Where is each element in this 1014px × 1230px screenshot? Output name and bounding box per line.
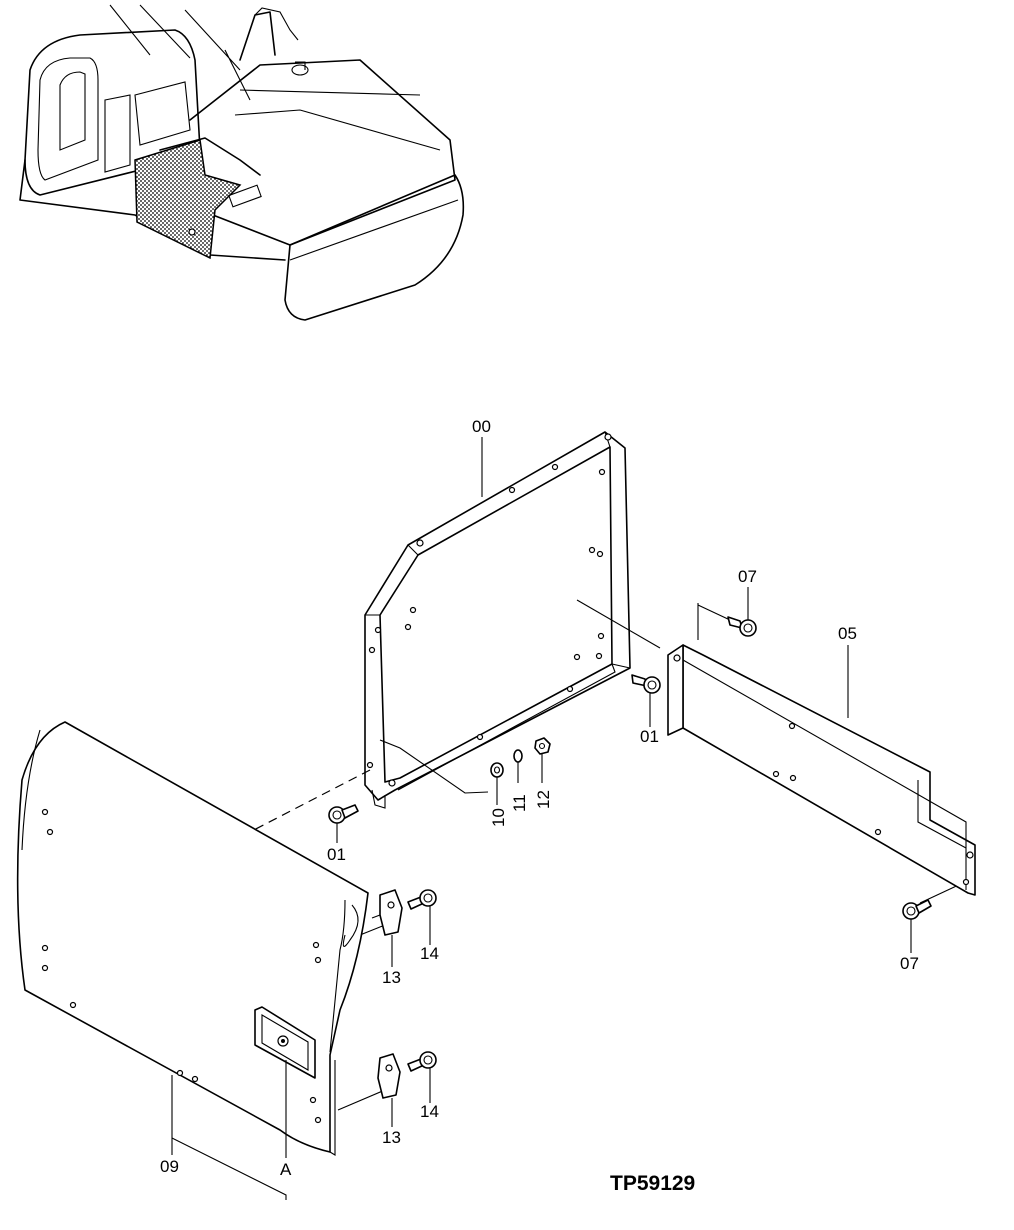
- callout-07-top: 07: [738, 567, 757, 586]
- bolt-01-right: [631, 674, 661, 694]
- callout-01-right: 01: [640, 727, 659, 746]
- frame-part: [364, 431, 631, 809]
- hinge-lower-part: [377, 1053, 401, 1099]
- door-part: [16, 721, 369, 1158]
- callout-12: 12: [534, 790, 553, 809]
- bolt-14-upper: [407, 889, 437, 910]
- machine-locator-illustration: [19, 4, 465, 321]
- callout-14-upper: 14: [420, 944, 439, 963]
- callout-13-upper: 13: [382, 968, 401, 987]
- bolt-07-bottom: [902, 899, 932, 920]
- callout-labels: 00 05 07 01 01 07 10 11 12 13 14 13 14 0…: [160, 417, 919, 1179]
- bolt-14-lower: [407, 1051, 437, 1072]
- figure-code: TP59129: [610, 1172, 695, 1195]
- nut-12: [534, 737, 551, 755]
- callout-leaders: [171, 437, 912, 1200]
- callout-10: 10: [489, 808, 508, 827]
- callout-13-lower: 13: [382, 1128, 401, 1147]
- highlighted-door-area: [134, 139, 242, 260]
- view-marker-a: A: [280, 1160, 292, 1179]
- callout-09: 09: [160, 1157, 179, 1176]
- hinge-upper-part: [371, 889, 403, 936]
- bolt-07-top: [727, 616, 757, 637]
- lock-washer-11: [513, 749, 523, 763]
- callout-07-bottom: 07: [900, 954, 919, 973]
- callout-01-left: 01: [327, 845, 346, 864]
- plate-part: [667, 644, 976, 896]
- callout-05: 05: [838, 624, 857, 643]
- washer-10: [490, 762, 504, 778]
- bolt-01-left: [328, 804, 359, 824]
- callout-00: 00: [472, 417, 491, 436]
- callout-14-lower: 14: [420, 1102, 439, 1121]
- callout-11: 11: [510, 794, 529, 812]
